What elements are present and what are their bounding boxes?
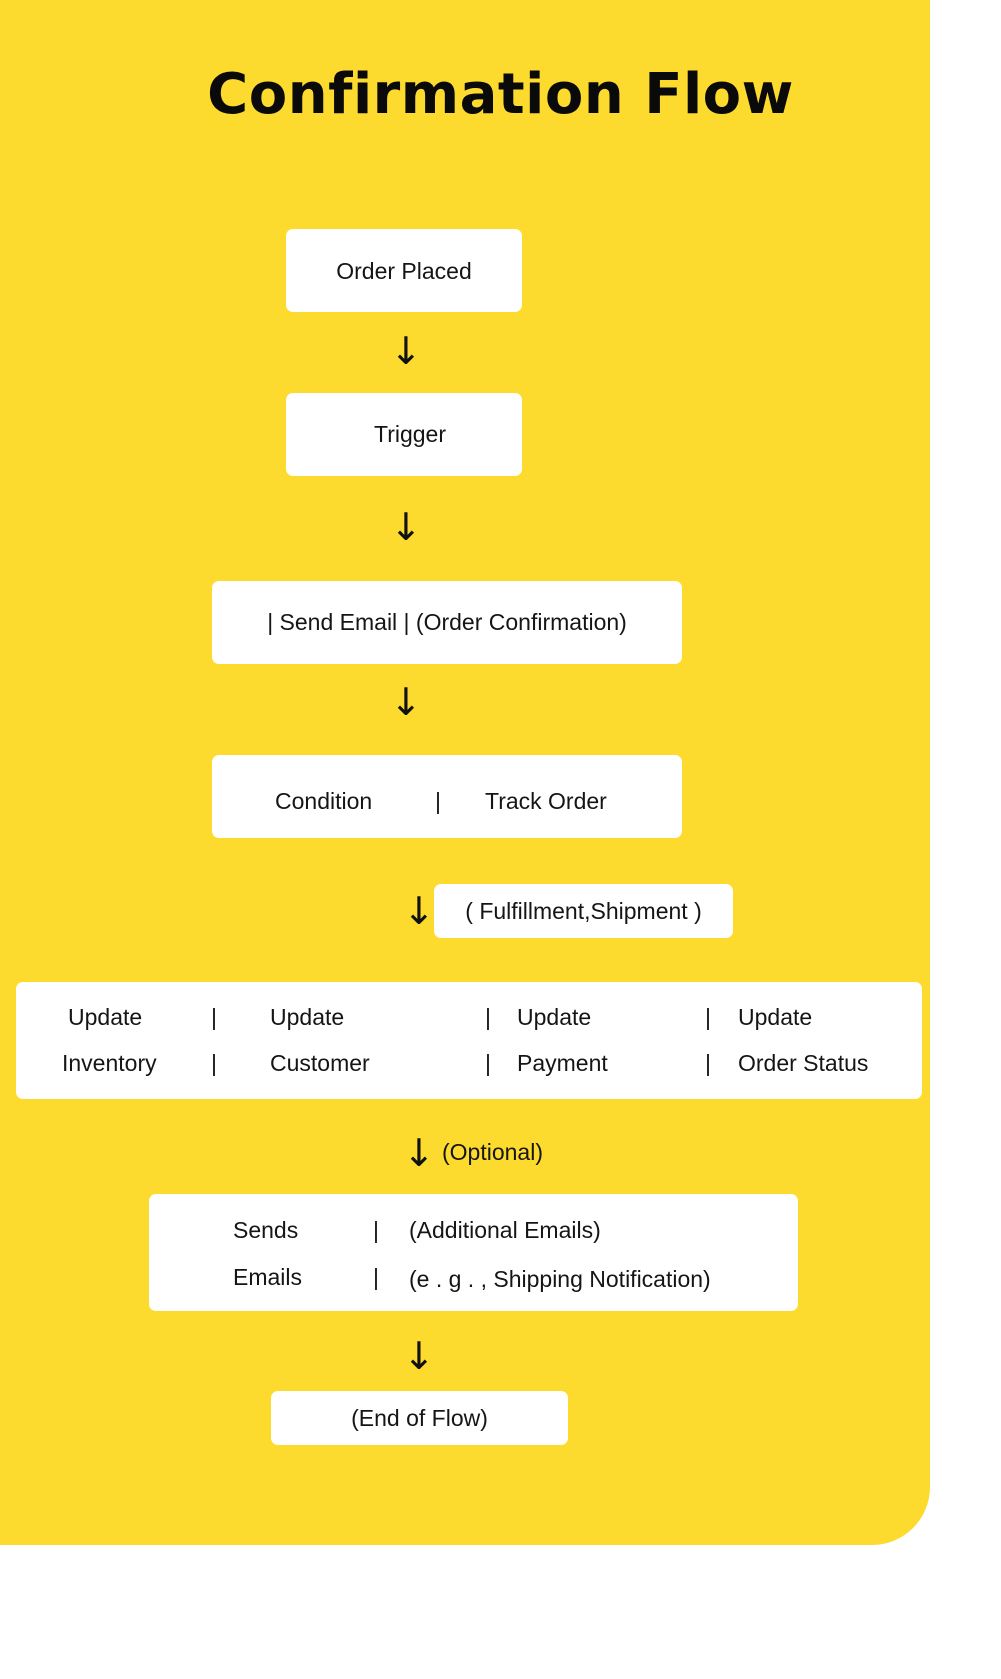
step-trigger-box: [286, 393, 522, 476]
sends-emails-line1-left: Sends: [233, 1217, 299, 1243]
update-inventory-line2: Inventory: [62, 1050, 157, 1076]
arrow-down-icon: ↓: [390, 329, 422, 373]
step-updates-box: [16, 982, 922, 1099]
arrow-down-icon: ↓: [390, 680, 422, 724]
arrow-down-icon: ↓: [403, 889, 435, 933]
arrow-down-icon: ↓: [403, 1131, 435, 1175]
updates-separator: |: [211, 1004, 217, 1030]
step-end-label: (End of Flow): [351, 1405, 488, 1431]
updates-separator: |: [211, 1050, 217, 1076]
arrow-down-icon: ↓: [403, 1334, 435, 1378]
update-payment-line1: Update: [517, 1004, 592, 1030]
fulfillment-label: ( Fulfillment,Shipment ): [465, 898, 702, 924]
update-inventory-line1: Update: [68, 1004, 143, 1030]
step-condition-box: [212, 755, 682, 838]
step-order-placed-label: Order Placed: [336, 258, 472, 284]
sends-emails-line2-left: Emails: [233, 1264, 303, 1290]
updates-separator: |: [485, 1050, 491, 1076]
update-order-status-line2: Order Status: [738, 1050, 869, 1076]
updates-separator: |: [485, 1004, 491, 1030]
optional-label: (Optional): [442, 1139, 543, 1165]
updates-separator: |: [705, 1004, 711, 1030]
step-condition-separator: |: [435, 788, 441, 814]
fulfillment-label-box: [434, 884, 733, 938]
sends-emails-line2-right: (e . g . , Shipping Notification): [409, 1266, 711, 1292]
update-customer-line2: Customer: [270, 1050, 370, 1076]
step-trigger-label: Trigger: [374, 421, 446, 447]
step-track-order-label: Track Order: [485, 788, 607, 814]
update-customer-line1: Update: [270, 1004, 345, 1030]
diagram-title: Confirmation Flow: [207, 62, 794, 127]
update-order-status-line1: Update: [738, 1004, 813, 1030]
sends-emails-separator: |: [373, 1217, 379, 1243]
step-order-placed-box: [286, 229, 522, 312]
step-end-box: [271, 1391, 568, 1445]
update-payment-line2: Payment: [517, 1050, 608, 1076]
sends-emails-separator: |: [373, 1264, 379, 1290]
step-sends-emails-box: [149, 1194, 798, 1311]
arrow-down-icon: ↓: [390, 505, 422, 549]
step-condition-label: Condition: [275, 788, 373, 814]
step-send-email-label: | Send Email | (Order Confirmation): [267, 609, 627, 635]
sends-emails-line1-right: (Additional Emails): [409, 1217, 601, 1243]
updates-separator: |: [705, 1050, 711, 1076]
step-send-email-box: [212, 581, 682, 664]
